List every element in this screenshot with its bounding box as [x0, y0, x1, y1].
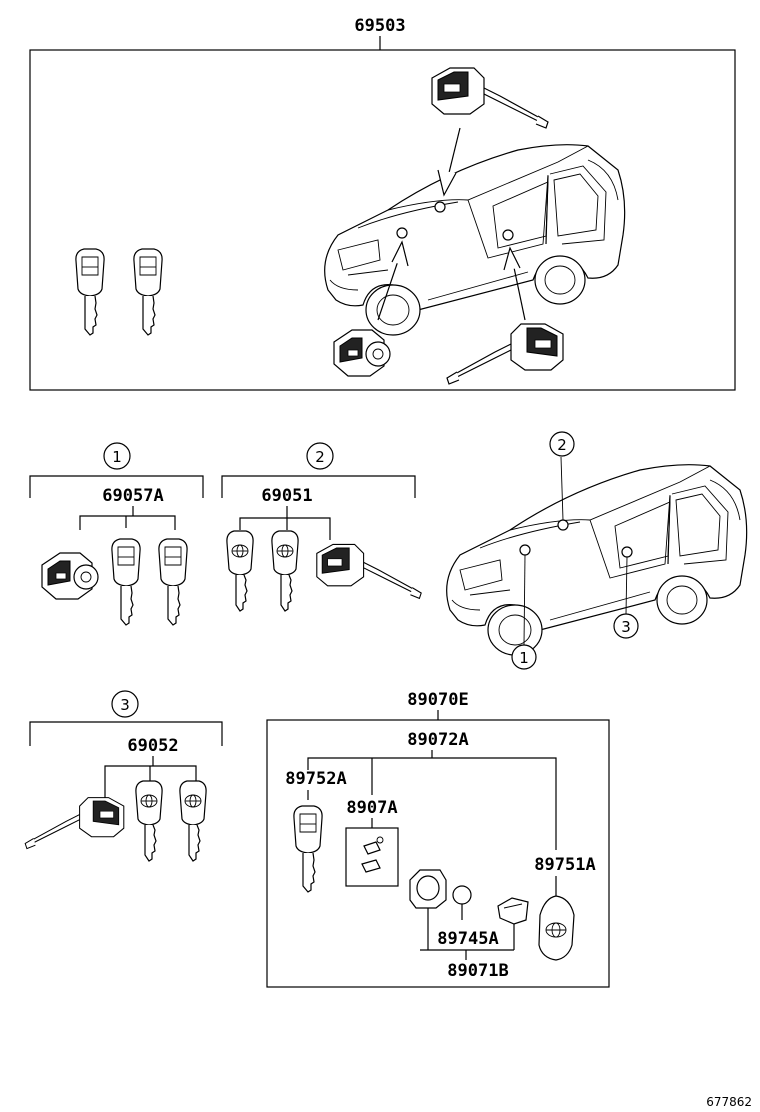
- battery-icon: [452, 885, 472, 905]
- location-marker: [396, 227, 408, 239]
- part-number-69052: 69052: [127, 736, 178, 756]
- callout-2-leader: [560, 456, 564, 521]
- transponder-chip-icon: [361, 836, 384, 873]
- key-icon: [75, 248, 105, 336]
- part-number-69051: 69051: [261, 486, 312, 506]
- arrow-icon: [437, 127, 461, 197]
- trunk-lock-cylinder-icon: [431, 67, 549, 129]
- door-lock-cylinder-icon: [446, 323, 564, 385]
- box-8907A: [345, 827, 399, 887]
- callout-3: [613, 613, 639, 639]
- key-icon: [271, 530, 299, 612]
- key-icon: [135, 780, 163, 862]
- callout-3-label: 3: [120, 696, 130, 714]
- arrow-icon: [377, 240, 409, 321]
- leader-69051: [239, 506, 331, 540]
- callout-1-label: 1: [112, 448, 122, 466]
- ignition-cylinder-icon: [41, 552, 99, 600]
- key-icon: [111, 538, 141, 626]
- part-number-69503: 69503: [354, 16, 405, 36]
- callout-2: [549, 431, 575, 457]
- battery-case-icon: [409, 869, 447, 909]
- box-69503: [29, 49, 736, 391]
- callout-1: [511, 644, 537, 670]
- bracket-1: [29, 475, 204, 498]
- cover-plate-icon: [497, 897, 529, 925]
- part-number-69057A: 69057A: [102, 486, 163, 506]
- box-89070E: [266, 719, 610, 988]
- location-marker: [621, 546, 633, 558]
- callout-1: [103, 442, 131, 470]
- part-number-89071B: 89071B: [447, 961, 508, 981]
- part-number-8907A: 8907A: [346, 798, 397, 818]
- callout-2-label: 2: [557, 436, 567, 454]
- callout-2-label: 2: [315, 448, 325, 466]
- callout-1-leader: [523, 554, 526, 646]
- car-illustration: [446, 464, 748, 656]
- callout-3-leader: [625, 556, 628, 615]
- part-number-89751A: 89751A: [534, 855, 595, 875]
- key-icon: [293, 805, 323, 893]
- key-icon: [179, 780, 207, 862]
- callout-2: [306, 442, 334, 470]
- callout-3-label: 3: [621, 618, 631, 636]
- part-number-89072A: 89072A: [407, 730, 468, 750]
- part-number-89070E: 89070E: [407, 690, 468, 710]
- location-marker: [502, 229, 514, 241]
- leader-89072A: [307, 750, 557, 850]
- callout-1-label: 1: [519, 649, 529, 667]
- bracket-3: [29, 721, 223, 746]
- car-illustration: [324, 144, 626, 336]
- location-marker: [519, 544, 531, 556]
- arrow-icon: [503, 246, 526, 321]
- reference-number: 677862: [706, 1095, 752, 1109]
- bracket-2: [221, 475, 416, 498]
- location-marker: [557, 519, 569, 531]
- ignition-cylinder-icon: [333, 329, 391, 377]
- key-icon: [158, 538, 188, 626]
- callout-3: [111, 690, 139, 718]
- key-icon: [226, 530, 254, 612]
- remote-transmitter-icon: [538, 895, 575, 961]
- location-marker: [434, 201, 446, 213]
- key-icon: [133, 248, 163, 336]
- part-number-89752A: 89752A: [285, 769, 346, 789]
- leader-69057A: [79, 506, 176, 530]
- part-number-89745A: 89745A: [437, 929, 498, 949]
- door-lock-cylinder-icon: [316, 543, 422, 599]
- door-lock-cylinder-icon: [24, 797, 125, 850]
- leader-89071B: [420, 904, 515, 960]
